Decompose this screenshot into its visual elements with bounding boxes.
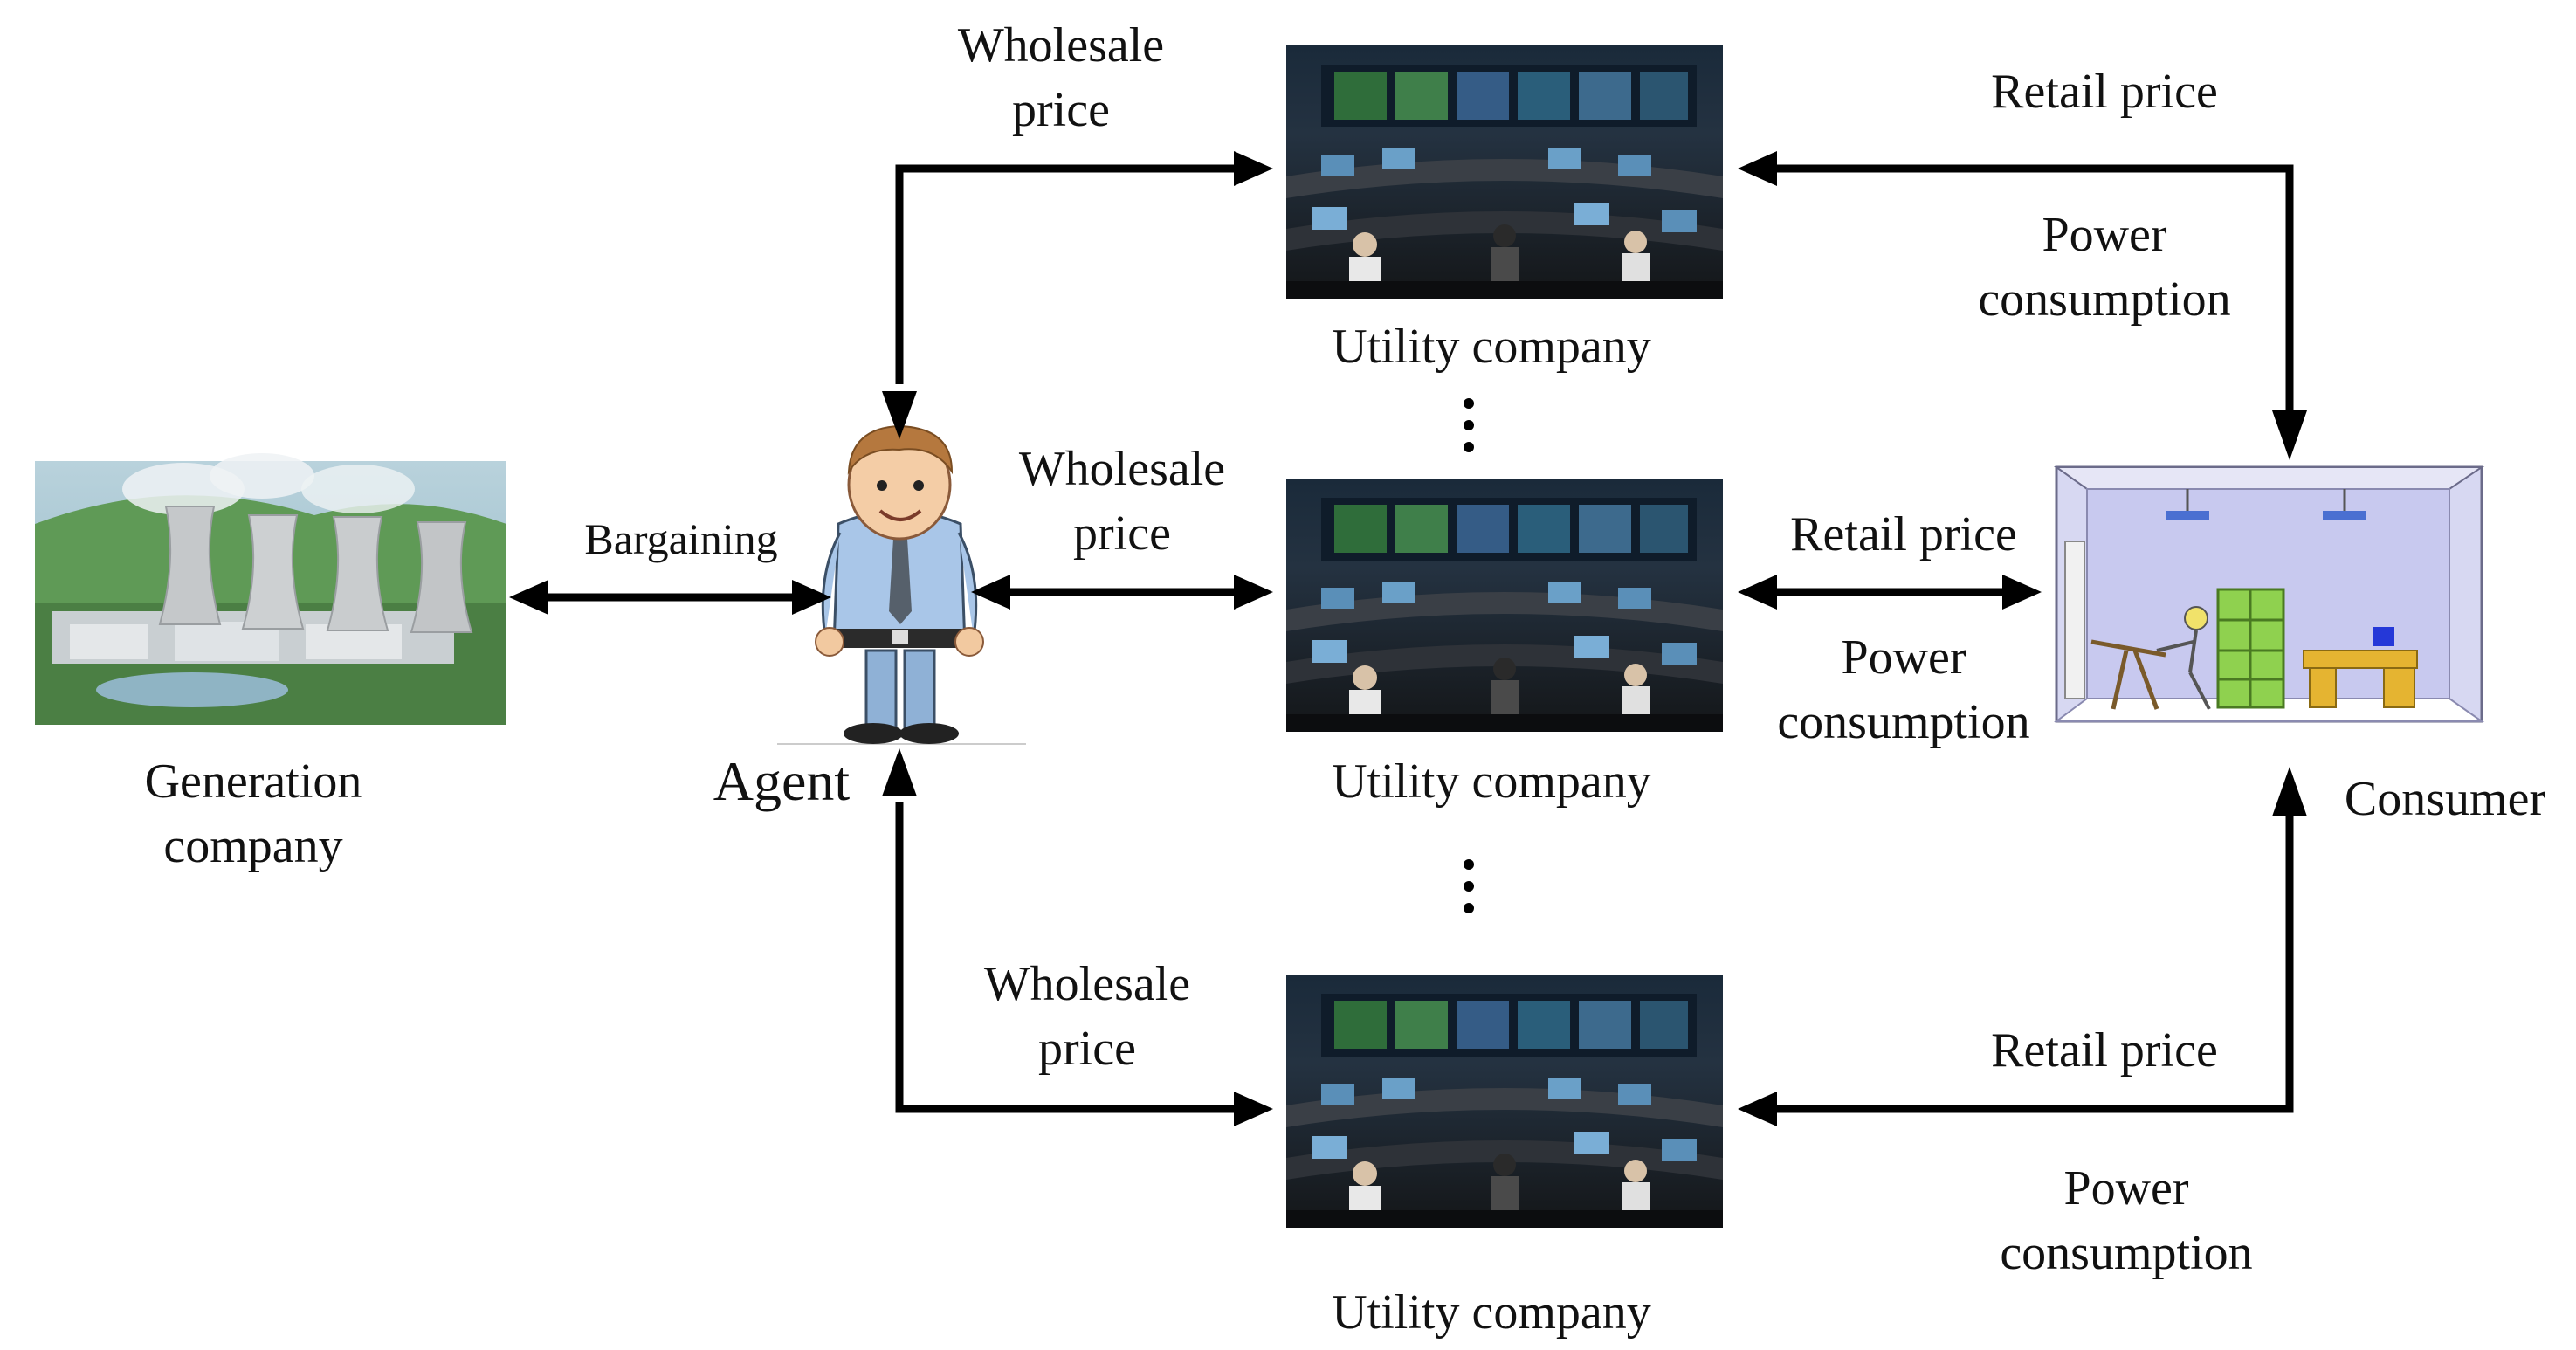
wholesale-mid-label-line2: price: [1073, 506, 1171, 561]
arrow-agent-utility-top: [895, 164, 1240, 384]
arrow-agent-utility-bottom: [895, 802, 1240, 1113]
retail-top-consumption-line1: Power: [2042, 208, 2167, 262]
bargaining-label: Bargaining: [584, 514, 778, 563]
wholesale-top-label-line2: price: [1012, 83, 1110, 137]
wholesale-bottom-label-line1: Wholesale: [983, 957, 1191, 1011]
wholesale-bottom-label-line2: price: [1038, 1022, 1136, 1076]
consumer-label: Consumer: [2344, 772, 2546, 826]
generation-company-label-line2: company: [163, 819, 343, 873]
utility-mid-image: [1286, 479, 1723, 732]
retail-mid-price-label: Retail price: [1790, 507, 2017, 561]
utility-top-image: [1286, 45, 1723, 299]
retail-bottom-consumption-line1: Power: [2063, 1161, 2189, 1216]
power-plant-image: [35, 453, 506, 725]
ellipsis-dots: [1464, 398, 1474, 913]
utility-top-label: Utility company: [1332, 320, 1651, 374]
retail-mid-consumption-line2: consumption: [1777, 695, 2030, 749]
agent-label: Agent: [713, 750, 851, 812]
retail-bottom-price-label: Retail price: [1991, 1023, 2218, 1078]
utility-bottom-image: [1286, 975, 1723, 1228]
utility-bottom-label: Utility company: [1332, 1285, 1651, 1340]
arrow-utility-bottom-consumer: [1773, 816, 2294, 1113]
retail-bottom-consumption-line2: consumption: [2000, 1226, 2253, 1280]
retail-top-price-label: Retail price: [1991, 65, 2218, 119]
consumer-room-image: [2053, 465, 2485, 723]
agent-figure: [777, 424, 1026, 745]
retail-mid-consumption-line1: Power: [1841, 630, 1966, 685]
generation-company-label-line1: Generation: [144, 754, 362, 809]
wholesale-top-label-line1: Wholesale: [957, 18, 1165, 72]
arrow-utility-top-consumer: [1773, 164, 2294, 410]
utility-mid-label: Utility company: [1332, 754, 1651, 809]
wholesale-mid-label-line1: Wholesale: [1018, 442, 1226, 496]
retail-top-consumption-line2: consumption: [1978, 272, 2231, 327]
